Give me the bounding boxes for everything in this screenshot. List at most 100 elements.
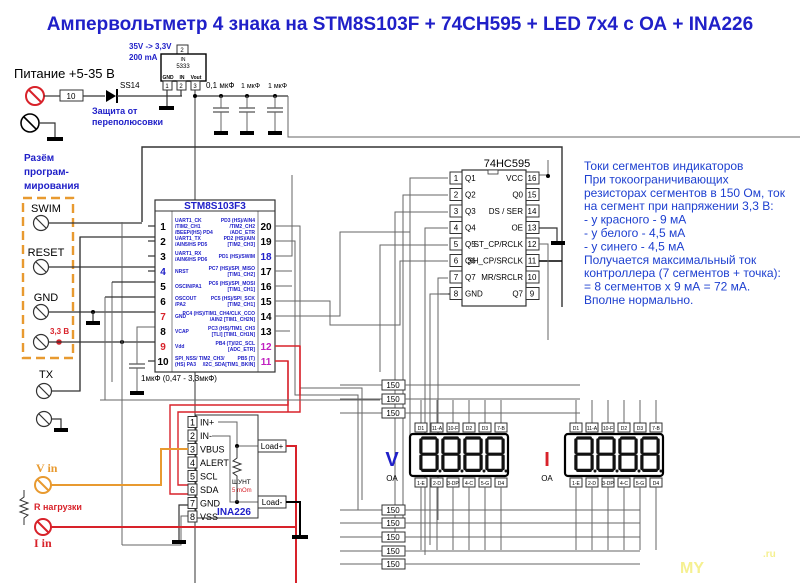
- segment-resistor: 150: [381, 558, 406, 570]
- ground-terminal[interactable]: [20, 113, 40, 133]
- svg-text:10: 10: [528, 273, 537, 282]
- svg-text:16: 16: [260, 282, 272, 293]
- svg-text:[TIM1_CH1]: [TIM1_CH1]: [227, 287, 255, 293]
- svg-text:/TIM2_CH2: /TIM2_CH2: [229, 224, 255, 230]
- vcap-note: 1мкФ (0,47 - 3,3мкФ): [141, 374, 217, 383]
- i-in-terminal[interactable]: [34, 518, 52, 536]
- svg-text:(HS) PA3: (HS) PA3: [175, 362, 196, 368]
- tx-terminal[interactable]: [35, 382, 53, 400]
- reset-label: RESET: [28, 247, 65, 259]
- svg-text:1-E: 1-E: [417, 481, 425, 487]
- svg-text:6: 6: [160, 297, 166, 308]
- svg-text:10-F: 10-F: [603, 426, 613, 432]
- display-letter: V: [385, 449, 399, 471]
- svg-text:Q2: Q2: [465, 191, 476, 200]
- svg-text:2: 2: [179, 84, 183, 90]
- svg-text:150: 150: [386, 381, 400, 390]
- ground-icon: [54, 428, 68, 432]
- gnd-terminal[interactable]: [32, 303, 50, 321]
- svg-text:GND: GND: [200, 499, 221, 509]
- note-line: резисторах сегментов в 150 Ом, ток: [584, 186, 786, 200]
- svg-text:D3: D3: [637, 426, 644, 432]
- svg-text:3: 3: [160, 252, 166, 263]
- svg-text:PC6 (HS)/SPI_MOSI: PC6 (HS)/SPI_MOSI: [209, 281, 256, 287]
- svg-text:4: 4: [190, 458, 195, 468]
- digit: [463, 436, 486, 473]
- tx-label: TX: [39, 369, 54, 381]
- svg-text:D4: D4: [653, 481, 660, 487]
- svg-text:150: 150: [386, 395, 400, 404]
- svg-text:IN-: IN-: [200, 431, 212, 441]
- svg-text:Vdd: Vdd: [175, 344, 184, 350]
- note-line: = 8 сегментов х 9 мА = 72 мА.: [584, 280, 750, 294]
- svg-text:1: 1: [190, 418, 195, 428]
- svg-text:PB4 (T)/I2C_SCL: PB4 (T)/I2C_SCL: [216, 341, 255, 347]
- v-in-terminal[interactable]: [34, 476, 52, 494]
- shunt-label: ШУНТ: [232, 479, 251, 486]
- svg-text:150: 150: [386, 533, 400, 542]
- capacitor-1-label: 0,1 мкФ: [206, 81, 234, 90]
- prog-connector-frame: [21, 196, 75, 360]
- svg-text:VSS: VSS: [200, 512, 218, 522]
- shift-register-chip: [461, 169, 527, 307]
- svg-text:Q3: Q3: [465, 207, 476, 216]
- aux-ground-terminal[interactable]: [35, 410, 53, 428]
- svg-text:4-C: 4-C: [620, 481, 628, 487]
- svg-text:D2: D2: [621, 426, 628, 432]
- mcu-name: STM8S103F3: [184, 201, 246, 212]
- gnd-label: GND: [34, 292, 59, 304]
- note-line: на сегмент при напряжении 3,3 В:: [584, 199, 774, 213]
- svg-text:1: 1: [454, 174, 459, 183]
- svg-text:/ADC_ETR: /ADC_ETR: [230, 230, 255, 236]
- svg-text:Q4: Q4: [465, 224, 476, 233]
- shunt-resistor-icon: [231, 446, 243, 502]
- segment-resistor: 150: [381, 504, 406, 516]
- sr-pin-9: 9Q7: [512, 287, 540, 300]
- note-line: - у красного - 9 мА: [584, 213, 686, 227]
- svg-text:MR/SRCLR: MR/SRCLR: [481, 273, 523, 282]
- svg-text:7: 7: [160, 312, 166, 323]
- svg-text:VCC: VCC: [506, 174, 523, 183]
- svg-text:2: 2: [180, 48, 184, 54]
- svg-text:Q0: Q0: [512, 191, 523, 200]
- swim-terminal[interactable]: [32, 214, 50, 232]
- digit: [419, 436, 442, 473]
- svg-text:/AIN5/HS PD5: /AIN5/HS PD5: [175, 242, 207, 248]
- r-load-label: R нагрузки: [34, 502, 82, 512]
- power-terminal[interactable]: [25, 86, 45, 106]
- reset-terminal[interactable]: [32, 258, 50, 276]
- svg-text:8: 8: [190, 512, 195, 522]
- svg-text:19: 19: [260, 237, 272, 248]
- v33-terminal[interactable]: [32, 333, 50, 351]
- svg-text:3-DP: 3-DP: [447, 481, 459, 487]
- svg-text:OSCOUT: OSCOUT: [175, 296, 196, 302]
- svg-text:150: 150: [386, 547, 400, 556]
- regulator-spec-1: 35V -> 3,3V: [129, 42, 172, 51]
- svg-text:PC5 (HS)/SPI_SCK: PC5 (HS)/SPI_SCK: [211, 296, 256, 302]
- ina226-name: INA226: [217, 507, 251, 518]
- svg-text:SCL: SCL: [200, 472, 218, 482]
- svg-text:150: 150: [386, 506, 400, 515]
- svg-text:9: 9: [530, 290, 535, 299]
- svg-text:1: 1: [165, 84, 169, 90]
- svg-text:Q7: Q7: [465, 273, 476, 282]
- load-minus-pin: Load-: [257, 495, 287, 509]
